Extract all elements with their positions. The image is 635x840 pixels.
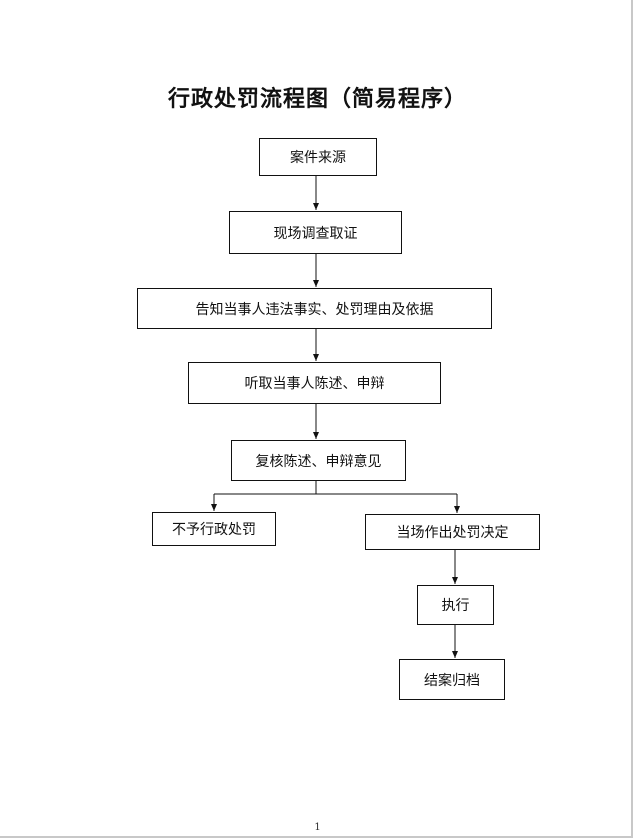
step-on-site-decision: 当场作出处罚决定 [365, 514, 540, 550]
step-execute: 执行 [417, 585, 494, 625]
step-case-source: 案件来源 [259, 138, 377, 176]
flowchart-title: 行政处罚流程图（简易程序） [167, 87, 467, 112]
step-review-statement: 复核陈述、申辩意见 [231, 440, 406, 481]
step-on-site-investigation: 现场调查取证 [229, 211, 402, 254]
step-notify-party: 告知当事人违法事实、处罚理由及依据 [137, 288, 492, 329]
step-hear-statement: 听取当事人陈述、申辩 [188, 362, 441, 404]
page-number: 1 [314, 822, 321, 833]
step-close-archive: 结案归档 [399, 659, 505, 700]
step-no-penalty: 不予行政处罚 [152, 512, 276, 546]
